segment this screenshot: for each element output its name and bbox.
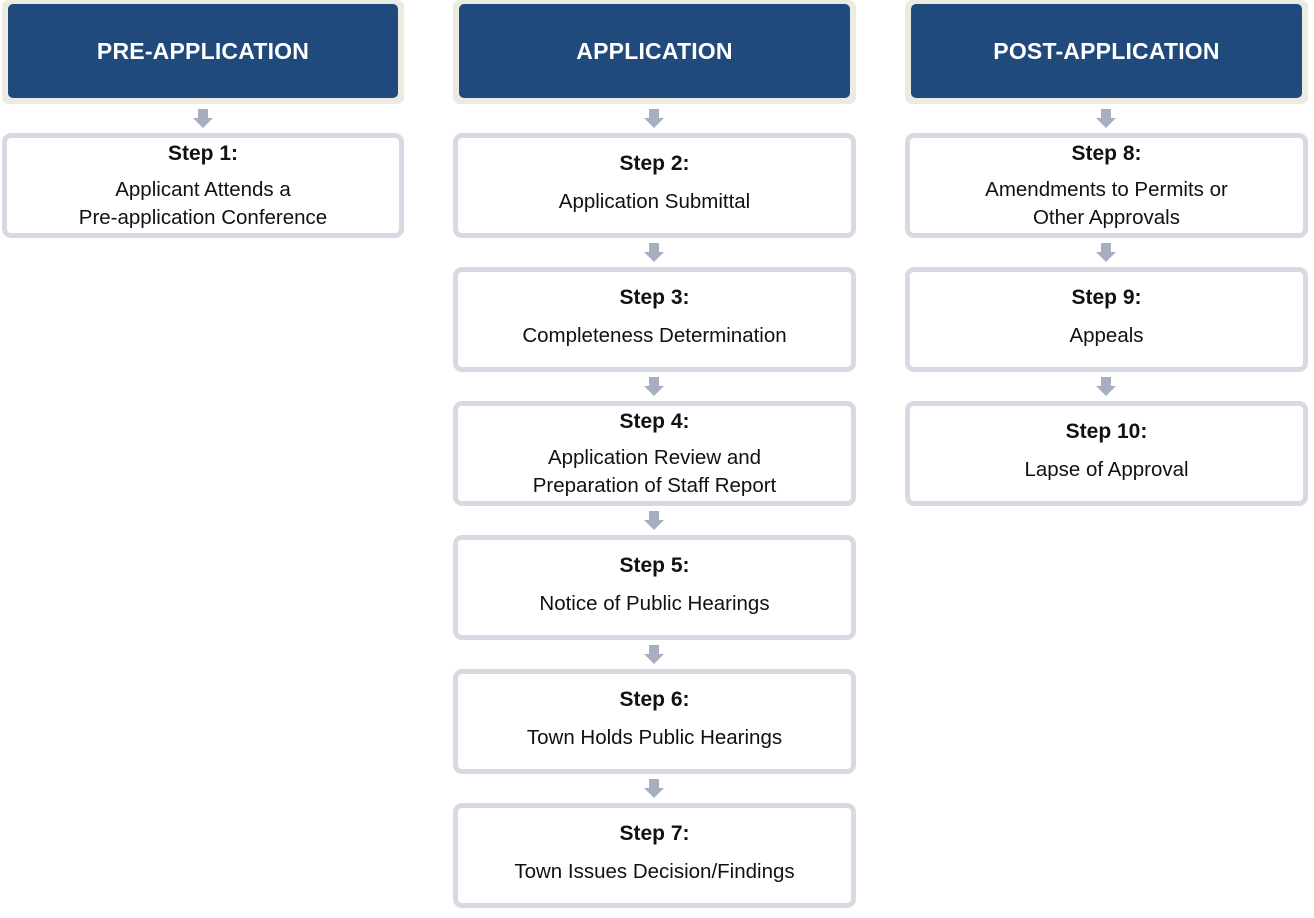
down-arrow-icon (644, 243, 664, 262)
down-arrow-icon (644, 377, 664, 396)
down-arrow-icon (644, 511, 664, 530)
step-box-3: Step 3: Completeness Determination (453, 267, 856, 372)
phase-title: PRE-APPLICATION (96, 37, 310, 64)
step-title: Step 9: (1071, 286, 1142, 309)
step-title: Step 8: (1071, 142, 1142, 165)
step-description: Appeals (1069, 324, 1144, 347)
step-title: Step 2: (619, 152, 690, 175)
down-arrow-icon (193, 109, 213, 128)
phase-header-post-application: POST-APPLICATION (905, 0, 1308, 104)
phase-title: APPLICATION (576, 37, 733, 64)
down-arrow-icon (644, 779, 664, 798)
down-arrow-icon (644, 109, 664, 128)
down-arrow-icon (1096, 243, 1116, 262)
phase-header-pre-application: PRE-APPLICATION (2, 0, 404, 104)
step-description: Town Holds Public Hearings (526, 726, 783, 749)
step-box-6: Step 6: Town Holds Public Hearings (453, 669, 856, 774)
step-title: Step 10: (1065, 420, 1148, 443)
step-description: Applicant Attends a Pre-application Conf… (78, 178, 328, 229)
down-arrow-icon (1096, 109, 1116, 128)
step-box-5: Step 5: Notice of Public Hearings (453, 535, 856, 640)
phase-header-application: APPLICATION (453, 0, 856, 104)
step-description: Amendments to Permits or Other Approvals (985, 178, 1228, 229)
step-title: Step 6: (619, 688, 690, 711)
step-box-1: Step 1: Applicant Attends a Pre-applicat… (2, 133, 404, 238)
down-arrow-icon (644, 645, 664, 664)
step-box-8: Step 8: Amendments to Permits or Other A… (905, 133, 1308, 238)
step-title: Step 1: (167, 142, 238, 165)
step-description: Application Submittal (558, 190, 751, 213)
step-description: Town Issues Decision/Findings (514, 860, 795, 883)
step-title: Step 4: (619, 410, 690, 433)
step-box-7: Step 7: Town Issues Decision/Findings (453, 803, 856, 908)
step-title: Step 7: (619, 822, 690, 845)
step-box-2: Step 2: Application Submittal (453, 133, 856, 238)
step-box-4: Step 4: Application Review and Preparati… (453, 401, 856, 506)
down-arrow-icon (1096, 377, 1116, 396)
step-description: Notice of Public Hearings (539, 592, 770, 615)
step-box-9: Step 9: Appeals (905, 267, 1308, 372)
step-description: Completeness Determination (522, 324, 787, 347)
step-description: Lapse of Approval (1024, 458, 1189, 481)
step-title: Step 5: (619, 554, 690, 577)
step-box-10: Step 10: Lapse of Approval (905, 401, 1308, 506)
phase-title: POST-APPLICATION (993, 37, 1220, 64)
step-description: Application Review and Preparation of St… (532, 446, 777, 497)
step-title: Step 3: (619, 286, 690, 309)
